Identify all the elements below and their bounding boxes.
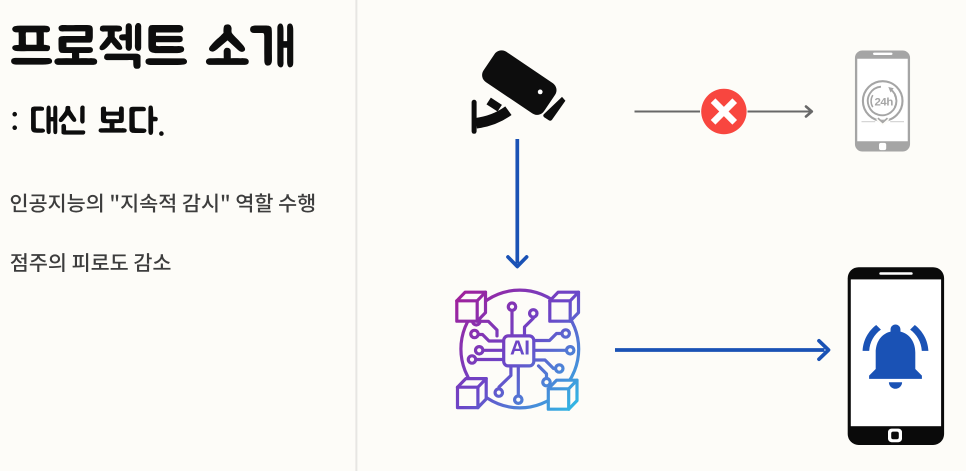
svg-text:24h: 24h bbox=[874, 96, 893, 108]
svg-text:AI: AI bbox=[510, 337, 530, 360]
